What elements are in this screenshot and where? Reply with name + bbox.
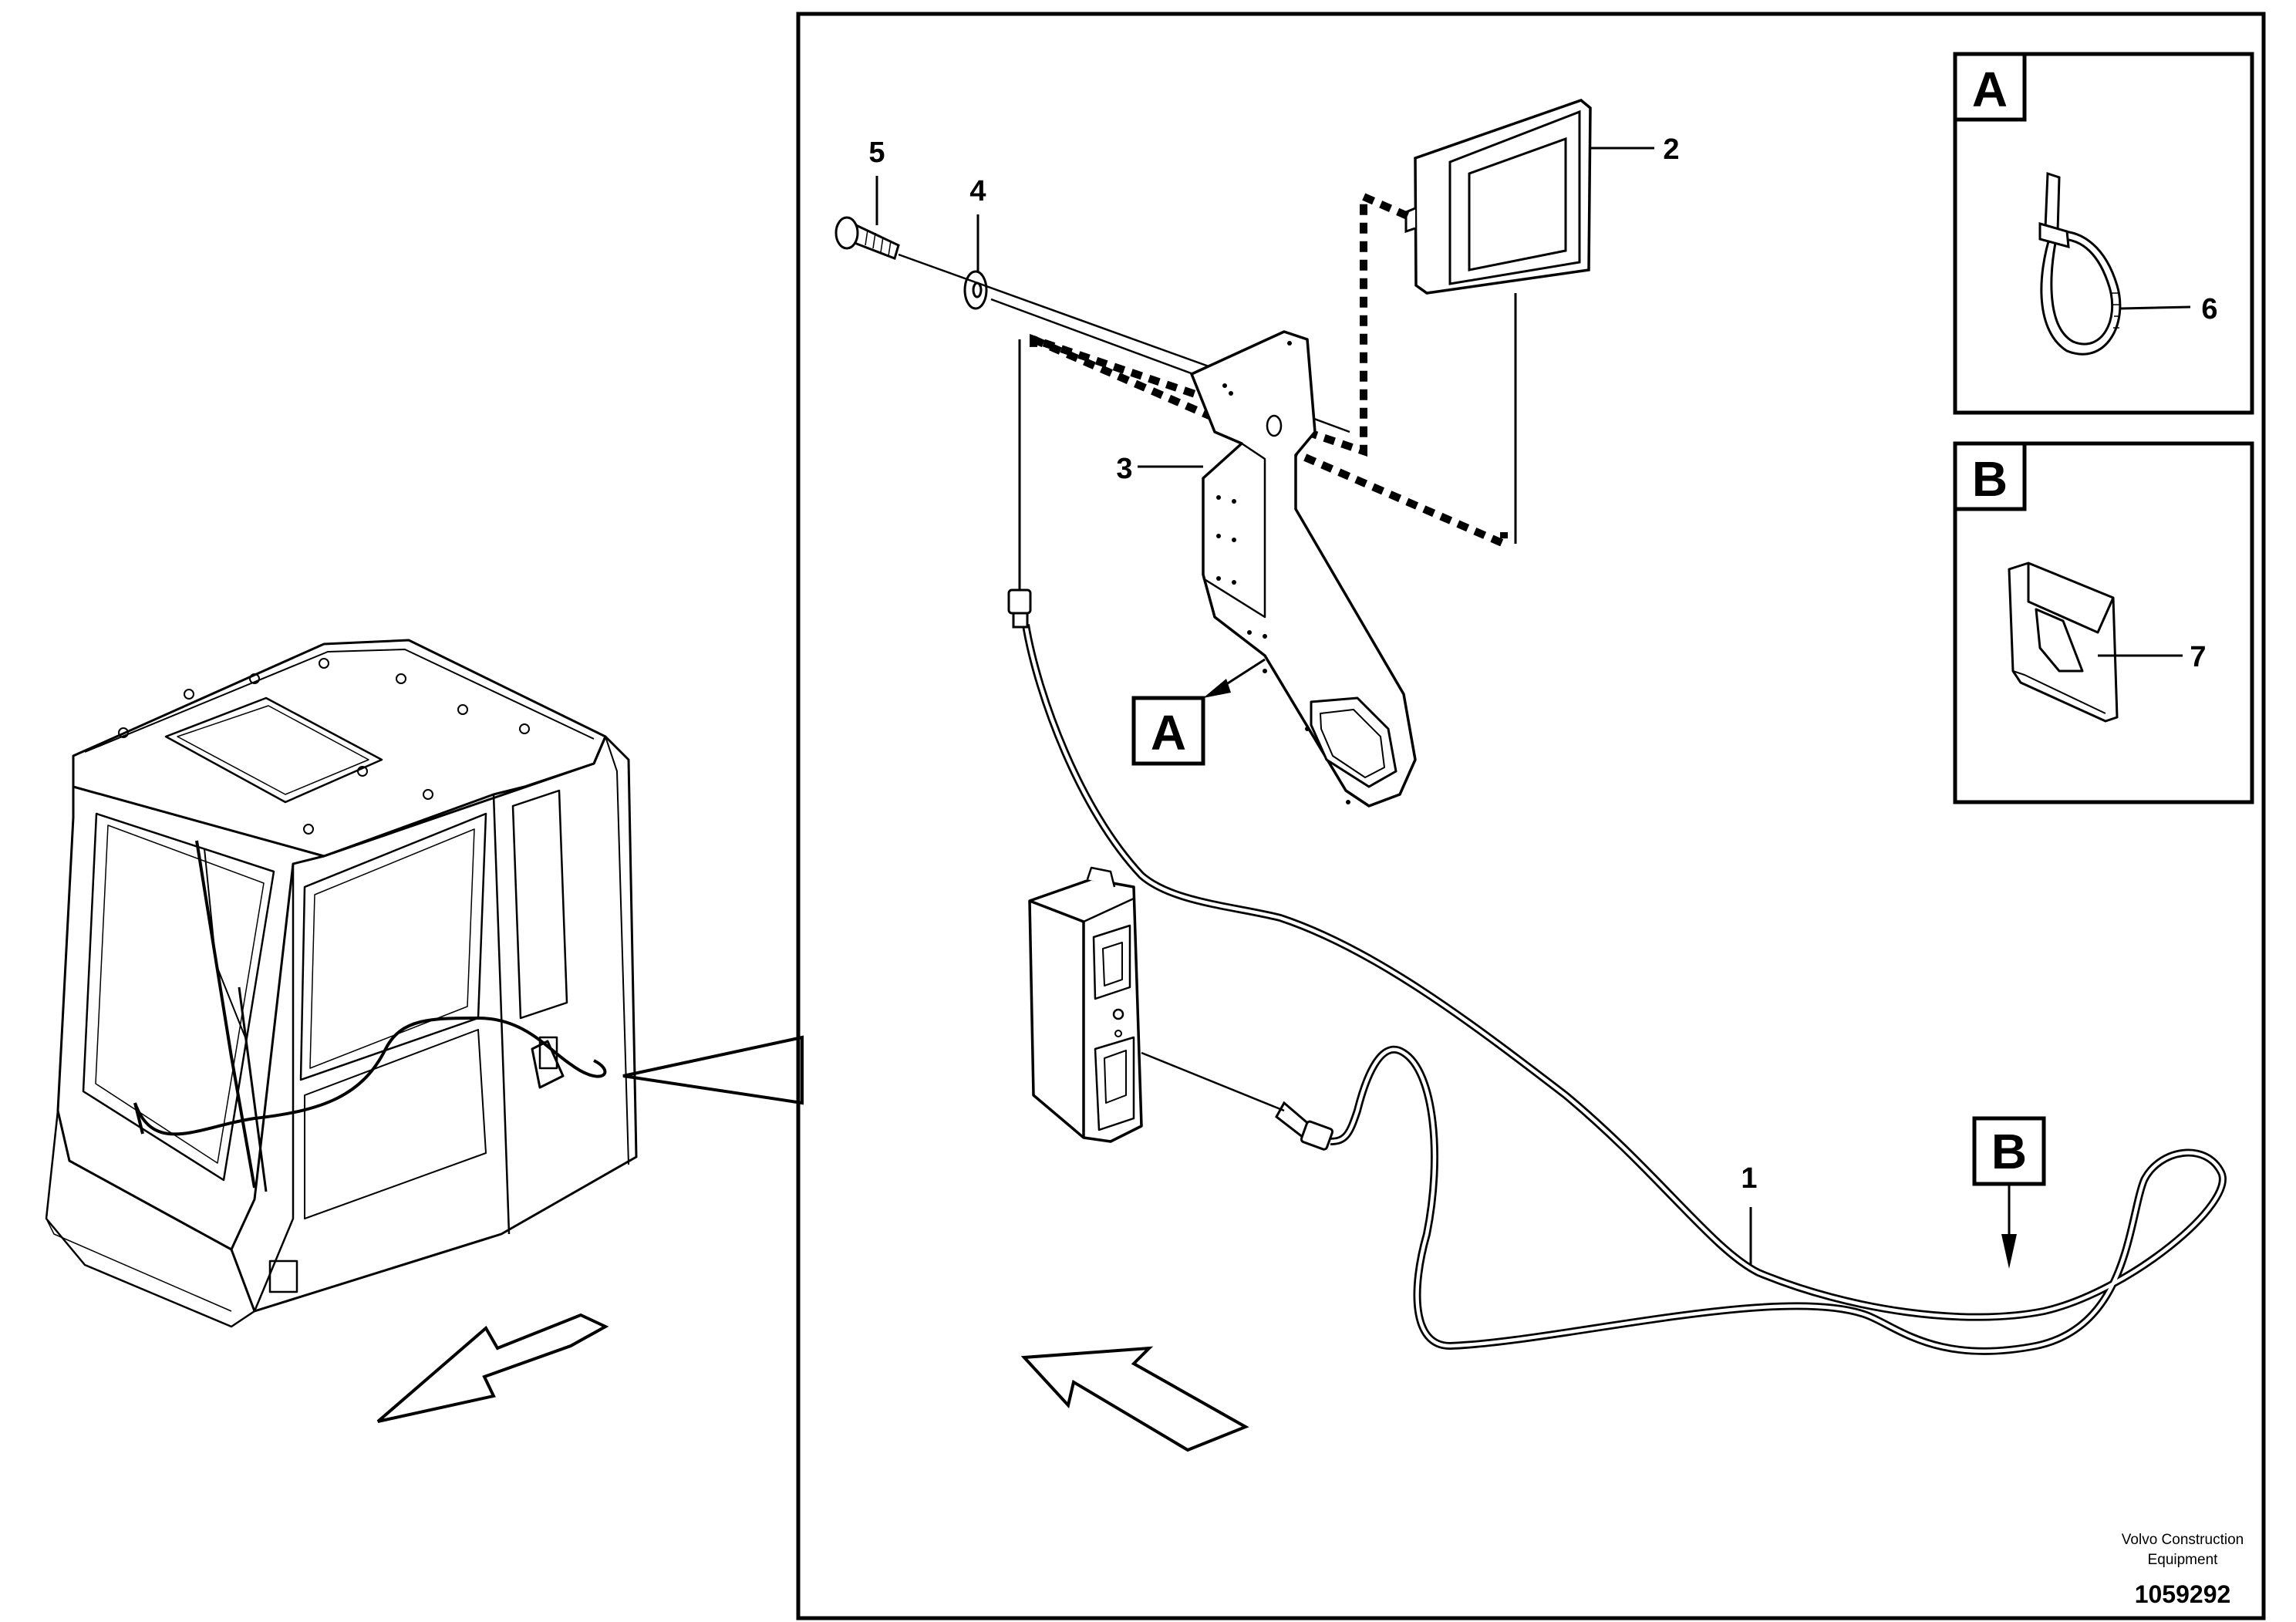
cab-overview: [45, 639, 638, 1328]
detail-box-a-label: A: [1972, 62, 2008, 117]
bracket-holes: [1216, 341, 1350, 804]
callout-5: 5: [868, 137, 885, 169]
callout-1: 1: [1741, 1162, 1757, 1195]
detail-tag-a: A: [1131, 658, 1266, 766]
detail-leader: [622, 1035, 804, 1105]
callout-2: 2: [1663, 133, 1679, 166]
clip: [2008, 561, 2119, 723]
forward-direction-arrow-right: [1020, 1346, 1249, 1452]
screw: [834, 216, 900, 260]
ecu-cable-line: [1141, 1051, 1285, 1112]
detail-box-b: B: [1953, 441, 2254, 804]
footer-company-line1: Volvo Construction: [2122, 1532, 2244, 1548]
forward-arrow-left-outline: [376, 1313, 609, 1423]
callout-4: 4: [969, 175, 986, 207]
callout-6-leader: [2120, 305, 2191, 310]
washer: [963, 270, 988, 310]
mounting-bracket: [1190, 330, 1417, 808]
callout-leaders: [875, 147, 1752, 1265]
dashed-mount-lines: [1030, 191, 1508, 550]
detail-frame: [796, 12, 2266, 1620]
display-unit: [1404, 99, 1592, 295]
cable-harness: [1018, 339, 2227, 1355]
control-unit: [1028, 866, 1143, 1143]
cable-tie: [2038, 171, 2122, 356]
detail-box-a: A: [1953, 52, 2254, 415]
detail-tag-b: B: [1972, 1116, 2046, 1269]
detail-box-b-label: B: [1972, 451, 2008, 507]
footer-company-line2: Equipment: [2148, 1552, 2219, 1568]
callout-6: 6: [2201, 293, 2217, 325]
drawing-number: 1059292: [2135, 1580, 2231, 1608]
cable-connector-ecu: [1275, 1101, 1334, 1151]
detail-tag-b-label: B: [1991, 1124, 2027, 1179]
cable-connector-top: [1007, 588, 1032, 629]
callout-7: 7: [2190, 641, 2206, 673]
detail-tag-a-label: A: [1151, 705, 1186, 760]
callout-3: 3: [1116, 453, 1132, 485]
